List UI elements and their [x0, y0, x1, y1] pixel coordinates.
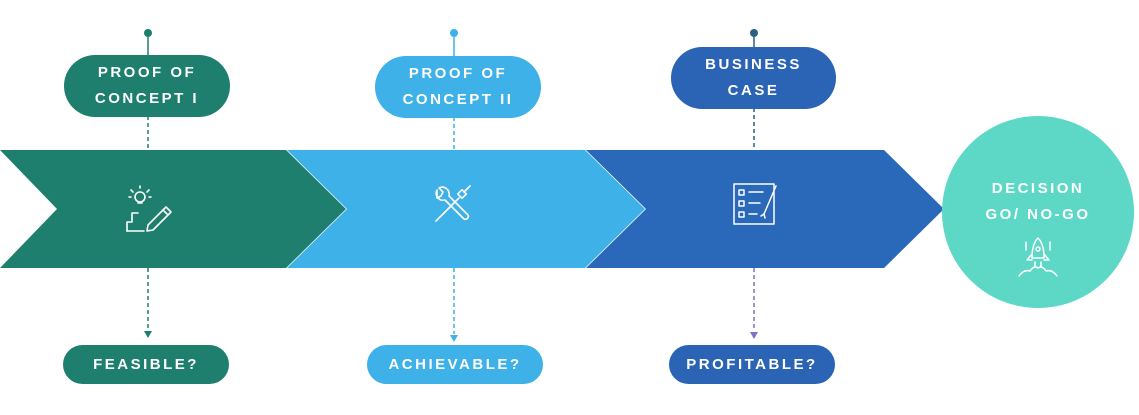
connector-top-3 [750, 29, 758, 150]
decision-circle [942, 116, 1134, 308]
stage-3-title-line1: BUSINESS [705, 56, 802, 73]
stage-2-title-pill: PROOF OF CONCEPT II [375, 56, 541, 118]
idea-pencil-icon [126, 185, 172, 232]
rocket-icon [1018, 237, 1058, 277]
stage-3-question: PROFITABLE? [686, 355, 818, 373]
stage-1-title-line2: CONCEPT I [94, 90, 200, 107]
stage-1-title-pill: PROOF OF CONCEPT I [64, 55, 230, 117]
connector-bottom-1 [144, 268, 152, 338]
stage-chevron-3 [586, 150, 944, 268]
stage-3-title-line2: CASE [727, 82, 780, 99]
decision-label: DECISION GO/ NO-GO [943, 176, 1133, 228]
stage-1-question: FEASIBLE? [93, 355, 199, 373]
stage-1-question-pill: FEASIBLE? [63, 345, 229, 384]
decision-line2: GO/ NO-GO [985, 206, 1091, 223]
stage-3-question-pill: PROFITABLE? [669, 345, 835, 384]
stage-2-question: ACHIEVABLE? [388, 355, 522, 373]
tools-icon [435, 185, 471, 222]
connector-bottom-2 [450, 268, 458, 342]
stage-2-question-pill: ACHIEVABLE? [367, 345, 543, 384]
stage-chevron-2 [287, 150, 645, 268]
connector-top-1 [144, 29, 152, 150]
stage-2-title-line2: CONCEPT II [402, 91, 514, 108]
stage-2-title-line1: PROOF OF [408, 65, 508, 82]
checklist-icon [733, 183, 777, 225]
decision-line1: DECISION [991, 180, 1085, 197]
connector-bottom-3 [750, 268, 758, 339]
stage-1-title-line1: PROOF OF [97, 64, 197, 81]
stage-chevron-1 [0, 150, 346, 268]
stage-3-title-pill: BUSINESS CASE [671, 47, 836, 109]
connector-top-2 [450, 29, 458, 150]
